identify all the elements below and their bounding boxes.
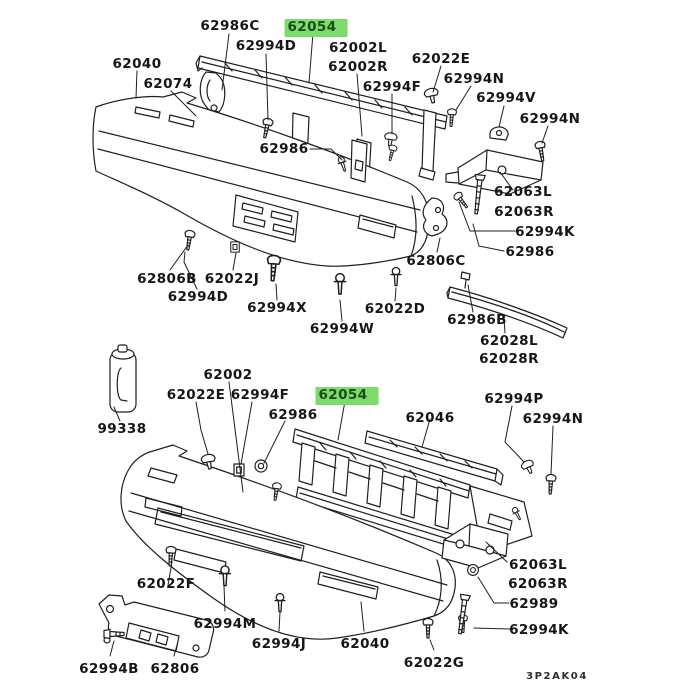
part-label-62028L[interactable]: 62028L xyxy=(480,333,538,349)
part-label-62063L[interactable]: 62063L xyxy=(509,557,567,573)
side-trim-strip xyxy=(446,271,568,339)
part-label-62986[interactable]: 62986 xyxy=(505,244,555,260)
part-label-62040[interactable]: 62040 xyxy=(112,56,162,72)
part-label-62806[interactable]: 62806 xyxy=(150,661,200,677)
energy-absorber xyxy=(292,428,533,555)
part-label-62994X[interactable]: 62994X xyxy=(247,300,307,316)
part-label-62806B[interactable]: 62806B xyxy=(137,271,197,287)
top-bumper-face xyxy=(92,91,430,267)
part-label-62994F[interactable]: 62994F xyxy=(230,387,290,403)
part-label-99338[interactable]: 99338 xyxy=(97,421,147,437)
part-label-62028R[interactable]: 62028R xyxy=(479,351,539,367)
bottle-99338 xyxy=(109,344,137,413)
part-label-62994N[interactable]: 62994N xyxy=(519,111,581,127)
part-label-62054-highlighted[interactable]: 62054 xyxy=(284,19,348,37)
part-label-62994M[interactable]: 62994M xyxy=(193,616,257,632)
part-label-62986[interactable]: 62986 xyxy=(268,407,318,423)
part-label-62994N[interactable]: 62994N xyxy=(522,411,584,427)
part-label-62994V[interactable]: 62994V xyxy=(476,90,536,106)
part-label-62986[interactable]: 62986 xyxy=(259,141,309,157)
part-label-62063L[interactable]: 62063L xyxy=(494,184,552,200)
part-label-62806C[interactable]: 62806C xyxy=(406,253,466,269)
part-label-62986C[interactable]: 62986C xyxy=(200,18,260,34)
rear-reinforcement-bar xyxy=(364,430,504,486)
diagram-code: 3P2AK04 xyxy=(526,671,588,682)
part-label-62994P[interactable]: 62994P xyxy=(484,391,544,407)
part-label-62002L[interactable]: 62002L xyxy=(329,40,387,56)
part-label-62063R[interactable]: 62063R xyxy=(508,576,568,592)
part-label-62994K[interactable]: 62994K xyxy=(509,622,569,638)
part-label-62022G[interactable]: 62022G xyxy=(403,655,465,671)
part-label-62022F[interactable]: 62022F xyxy=(136,576,196,592)
part-label-62989[interactable]: 62989 xyxy=(509,596,559,612)
lower-bumper-face xyxy=(120,444,456,640)
leader-lines xyxy=(109,32,554,657)
part-label-62994N[interactable]: 62994N xyxy=(443,71,505,87)
part-label-62063R[interactable]: 62063R xyxy=(494,204,554,220)
part-label-62994F[interactable]: 62994F xyxy=(362,79,422,95)
part-label-62994D[interactable]: 62994D xyxy=(167,289,229,305)
part-label-62994W[interactable]: 62994W xyxy=(309,321,375,337)
part-label-62994J[interactable]: 62994J xyxy=(251,636,307,652)
part-label-62074[interactable]: 62074 xyxy=(143,76,193,92)
part-label-62022E[interactable]: 62022E xyxy=(411,51,471,67)
part-label-62054-highlighted[interactable]: 62054 xyxy=(315,387,379,405)
part-label-62002[interactable]: 62002 xyxy=(203,367,253,383)
part-label-62022E[interactable]: 62022E xyxy=(166,387,226,403)
part-label-62022D[interactable]: 62022D xyxy=(364,301,426,317)
part-label-62994B[interactable]: 62994B xyxy=(79,661,139,677)
part-label-62986B[interactable]: 62986B xyxy=(447,312,507,328)
part-label-62046[interactable]: 62046 xyxy=(405,410,455,426)
part-label-62994K[interactable]: 62994K xyxy=(515,224,575,240)
part-label-62994D[interactable]: 62994D xyxy=(235,38,297,54)
part-label-62040[interactable]: 62040 xyxy=(340,636,390,652)
part-label-62022J[interactable]: 62022J xyxy=(204,271,260,287)
part-label-62002R[interactable]: 62002R xyxy=(328,59,388,75)
